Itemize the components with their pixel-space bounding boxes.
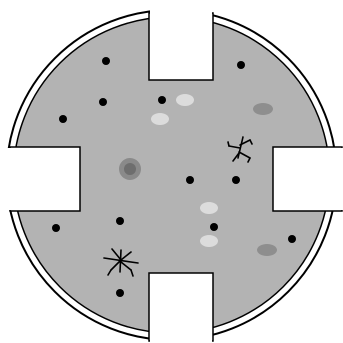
dark-spot [257,244,277,256]
top-opening-gap [150,8,212,16]
dot-marker [232,176,240,184]
dot-marker [99,98,107,106]
dot-marker [210,223,218,231]
right-opening [273,147,342,211]
dot-marker [288,235,296,243]
light-spot [200,202,218,214]
dot-marker [237,61,245,69]
light-spot [200,235,218,247]
dot-marker [116,217,124,225]
bottom-opening [149,273,213,341]
light-spot [151,113,169,125]
dot-marker [186,176,194,184]
left-opening-gap [4,148,12,210]
left-opening [10,147,80,211]
right-opening-gap [334,148,343,210]
dot-marker [52,224,60,232]
dot-marker [116,289,124,297]
dot-marker [102,57,110,65]
center-spot-inner [124,163,136,175]
dot-marker [59,115,67,123]
top-opening [149,13,213,80]
light-spot [176,94,194,106]
dark-spot [253,103,273,115]
bottom-opening-gap [150,334,212,343]
dot-marker [158,96,166,104]
